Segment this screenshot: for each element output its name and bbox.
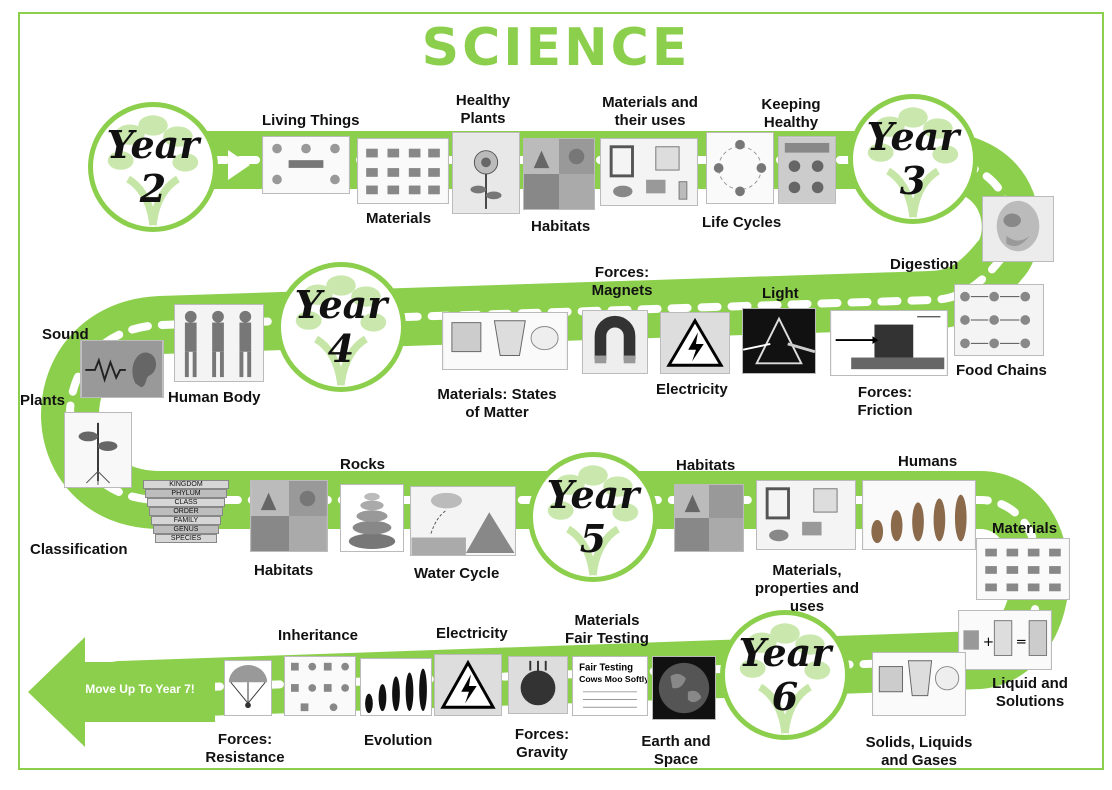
electricity-label-y6: Electricity xyxy=(436,625,508,642)
year-2-badge: Year 2 xyxy=(88,102,218,232)
life-cycles-label: Life Cycles xyxy=(702,214,782,231)
states-of-matter-label: Materials: States of Matter xyxy=(437,386,557,421)
classification-level: SPECIES xyxy=(155,534,217,543)
inheritance-label: Inheritance xyxy=(278,627,359,644)
magnet-image xyxy=(582,310,648,374)
forces-resistance-label: Forces: Resistance xyxy=(205,731,285,766)
habitats-image-y5b xyxy=(674,484,744,552)
human-body-label: Human Body xyxy=(168,389,261,406)
fair-testing-title: Fair Testing xyxy=(579,663,633,674)
living-things-image xyxy=(262,136,350,194)
year-number: 4 xyxy=(327,326,355,371)
page-border xyxy=(18,12,1104,770)
solids-liquids-gases-label: Solids, Liquids and Gases xyxy=(865,734,973,769)
digestion-image xyxy=(982,196,1054,262)
habitats-image-y5 xyxy=(250,480,328,552)
electricity-label: Electricity xyxy=(656,381,728,398)
liquid-solutions-label: Liquid and Solutions xyxy=(992,675,1068,710)
year-5-badge: Year 5 xyxy=(528,452,658,582)
forces-magnets-label: Forces: Magnets xyxy=(591,264,653,299)
plants-label: Plants xyxy=(20,392,66,409)
habitats-label: Habitats xyxy=(531,218,591,235)
sound-label: Sound xyxy=(42,326,89,343)
materials-label: Materials xyxy=(366,210,432,227)
inheritance-image xyxy=(284,656,356,716)
human-evolution-image xyxy=(862,480,976,550)
solutions-image: += xyxy=(958,610,1052,670)
materials-fair-testing-label: Materials Fair Testing xyxy=(565,612,649,647)
light-label: Light xyxy=(762,285,799,302)
habitats-label-y5b: Habitats xyxy=(676,457,736,474)
year-number: 6 xyxy=(771,674,799,719)
states-of-matter-image xyxy=(442,312,568,370)
forces-friction-label: Forces: Friction xyxy=(857,384,913,419)
exit-arrow xyxy=(28,637,215,747)
evolution-image xyxy=(360,658,432,716)
year-word: Year xyxy=(294,282,388,327)
classification-level: PHYLUM xyxy=(145,489,227,498)
food-chains-image xyxy=(954,284,1044,356)
gravity-apple-image xyxy=(508,656,568,714)
keeping-healthy-image xyxy=(778,136,836,204)
electricity-sign-image-y6 xyxy=(434,654,502,716)
page-title: SCIENCE xyxy=(421,18,691,78)
year-number: 3 xyxy=(899,158,927,203)
keeping-healthy-label: Keeping Healthy xyxy=(761,96,821,131)
classification-level: KINGDOM xyxy=(143,480,229,489)
classification-level: ORDER xyxy=(149,507,223,516)
materials-properties-image xyxy=(756,480,856,550)
water-cycle-image xyxy=(410,486,516,556)
year-3-badge: Year 3 xyxy=(848,94,978,224)
year-number: 2 xyxy=(139,166,167,211)
year-word: Year xyxy=(546,472,640,517)
materials-chart-image xyxy=(357,138,449,204)
earth-space-label: Earth and Space xyxy=(641,733,711,768)
materials-label-y5: Materials xyxy=(992,520,1058,537)
year-word: Year xyxy=(866,114,960,159)
human-body-image xyxy=(174,304,264,382)
materials-properties-label: Materials, properties and uses xyxy=(754,562,860,615)
materials-chart-image-y5 xyxy=(976,538,1070,600)
healthy-plants-label: Healthy Plants xyxy=(455,92,511,127)
plant-parts-image xyxy=(64,412,132,488)
classification-label: Classification xyxy=(30,541,128,558)
forces-gravity-label: Forces: Gravity xyxy=(514,726,570,761)
living-things-label: Living Things xyxy=(262,112,360,129)
digestion-label: Digestion xyxy=(890,256,959,273)
habitats-label-y5: Habitats xyxy=(254,562,314,579)
materials-uses-image xyxy=(600,138,698,206)
sound-ear-image xyxy=(80,340,164,398)
parachute-image xyxy=(224,660,272,716)
materials-uses-label: Materials and their uses xyxy=(602,94,698,129)
habitats-image xyxy=(523,138,595,210)
svg-text:=: = xyxy=(1016,634,1027,650)
exit-arrow-label: Move Up To Year 7! xyxy=(85,682,195,696)
year-4-badge: Year 4 xyxy=(276,262,406,392)
rocks-label: Rocks xyxy=(340,456,386,473)
year-6-badge: Year 6 xyxy=(720,610,850,740)
svg-text:+: + xyxy=(983,634,994,650)
water-cycle-label: Water Cycle xyxy=(414,565,500,582)
year-word: Year xyxy=(106,122,200,167)
fair-testing-line: Cows Moo Softly xyxy=(579,674,647,684)
food-chains-label: Food Chains xyxy=(956,362,1047,379)
classification-level: GENUS xyxy=(153,525,219,534)
healthy-plant-image xyxy=(452,132,520,214)
classification-level: CLASS xyxy=(147,498,225,507)
year-number: 5 xyxy=(579,516,607,561)
earth-image xyxy=(652,656,716,720)
classification-level: FAMILY xyxy=(151,516,221,525)
life-cycle-image xyxy=(706,132,774,204)
evolution-label: Evolution xyxy=(364,732,433,749)
friction-image xyxy=(830,310,948,376)
rocks-image xyxy=(340,484,404,552)
humans-label: Humans xyxy=(898,453,958,470)
light-prism-image xyxy=(742,308,816,374)
year-word: Year xyxy=(738,630,832,675)
solids-liquids-gases-image xyxy=(872,652,966,716)
electricity-sign-image xyxy=(660,312,730,374)
